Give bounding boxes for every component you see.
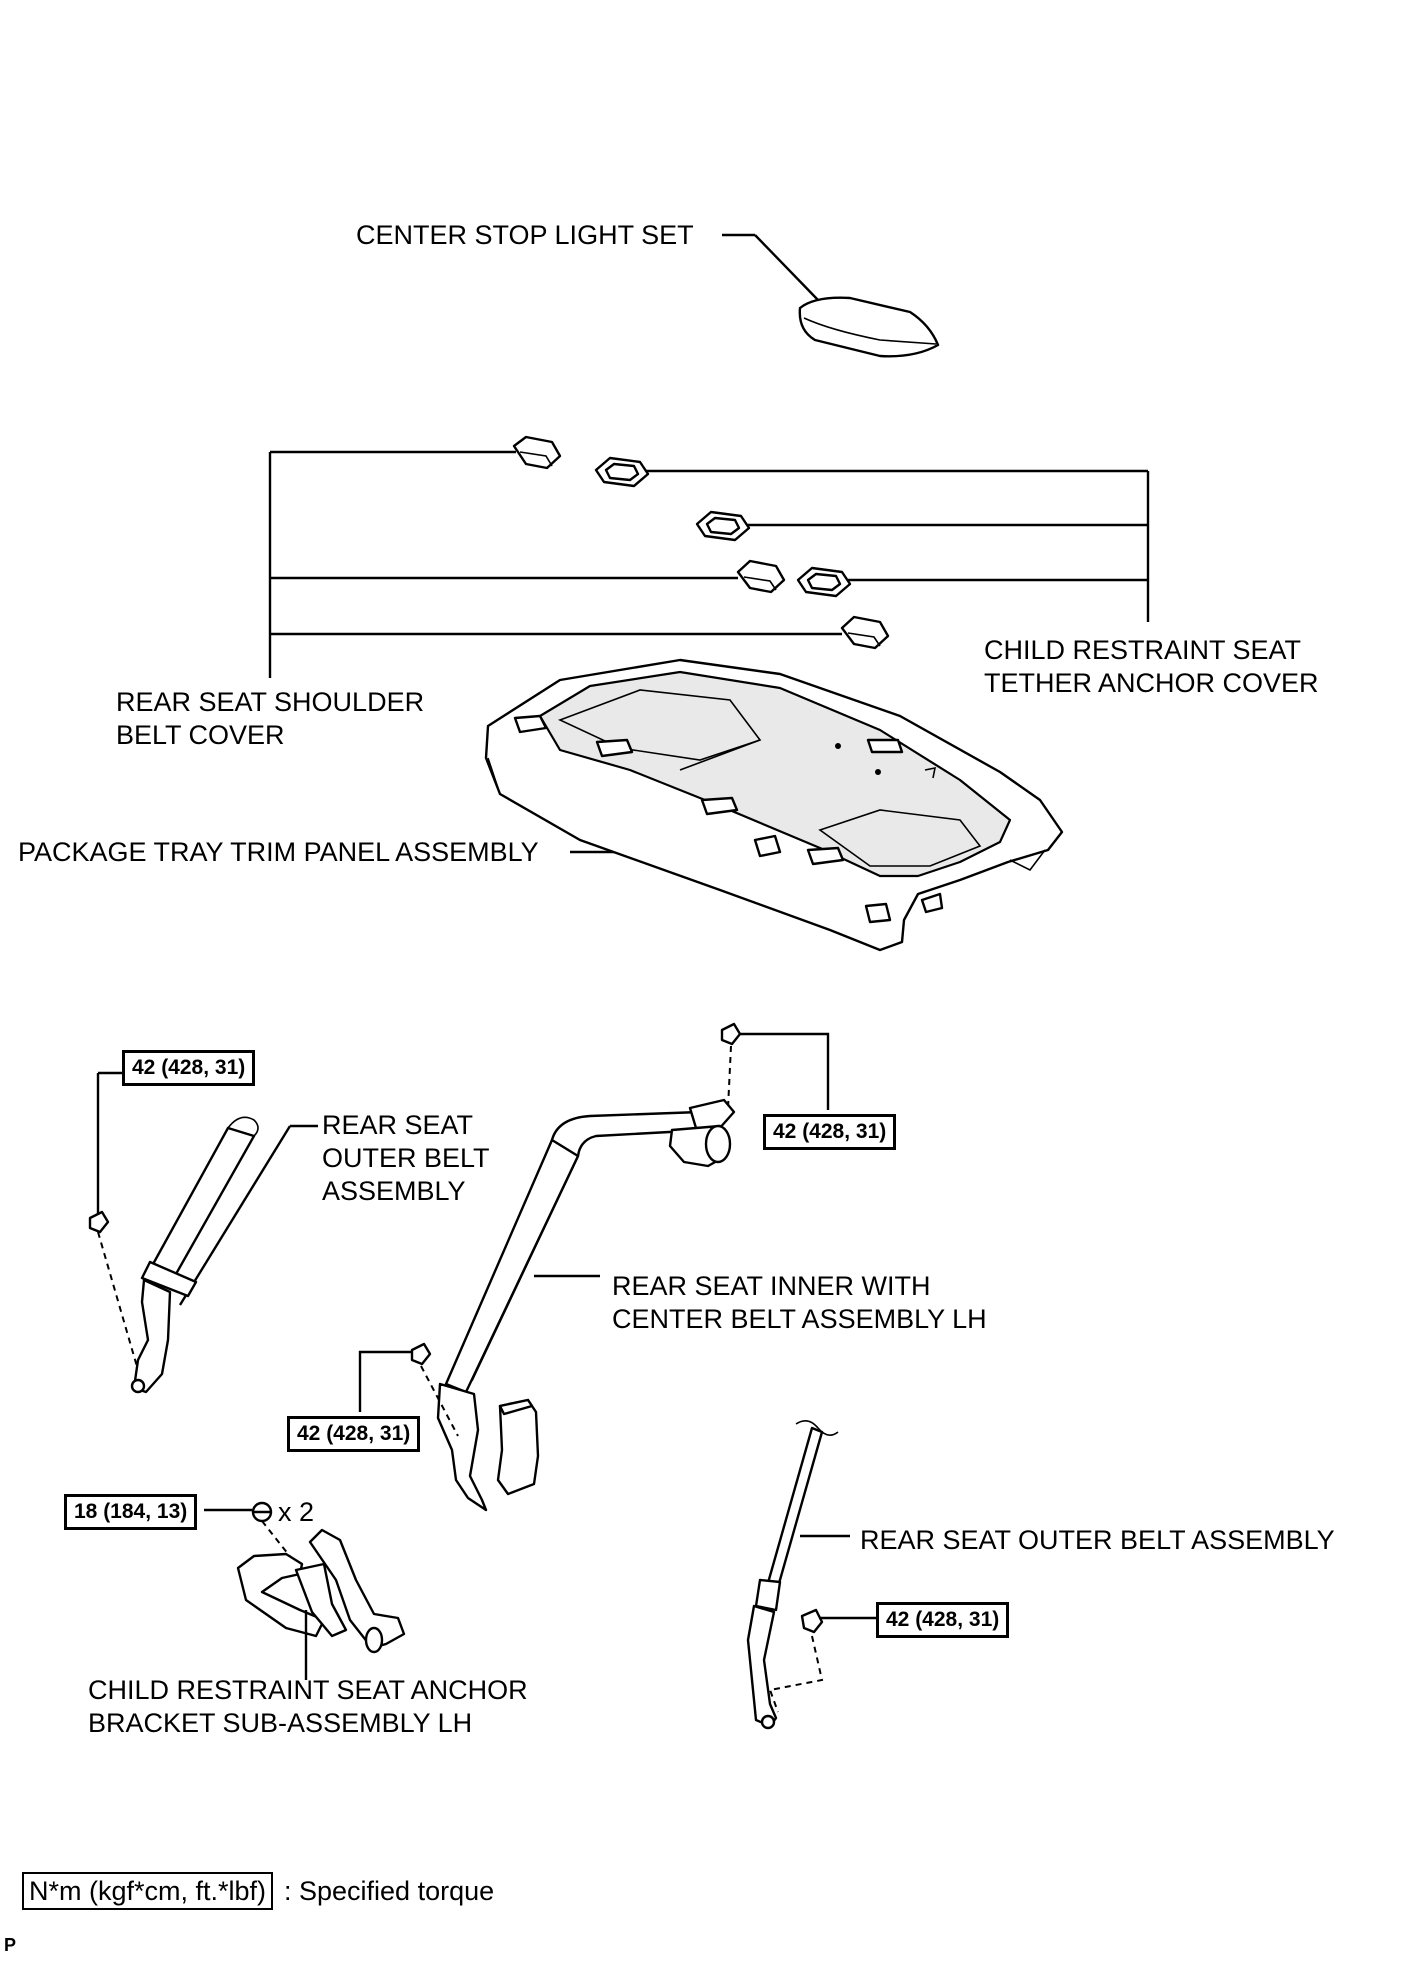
- label-outer-belt-left-line3: ASSEMBLY: [322, 1176, 466, 1206]
- torque-box-inner-bottom: 42 (428, 31): [287, 1416, 421, 1452]
- label-shoulder-belt-cover-line2: BELT COVER: [116, 720, 285, 750]
- shoulder-belt-cover-1: [512, 435, 562, 470]
- tether-anchor-cover-2: [695, 510, 751, 542]
- label-quantity-x2: x 2: [278, 1497, 315, 1527]
- label-center-stop-light-set: CENTER STOP LIGHT SET: [356, 220, 694, 250]
- label-anchor-bracket-line2: BRACKET SUB-ASSEMBLY LH: [88, 1708, 473, 1738]
- anchor-bracket-part: [204, 1501, 406, 1680]
- label-child-restraint-tether-cover-line2: TETHER ANCHOR COVER: [984, 668, 1319, 698]
- torque-box-inner-top: 42 (428, 31): [763, 1114, 897, 1150]
- legend-unit-box: N*m (kgf*cm, ft.*lbf): [22, 1872, 274, 1910]
- belt-cover-leaders: [268, 450, 1150, 678]
- outer-belt-left-part: [88, 1071, 318, 1394]
- label-shoulder-belt-cover-line1: REAR SEAT SHOULDER: [116, 687, 425, 717]
- torque-box-outer-right: 42 (428, 31): [876, 1602, 1010, 1638]
- legend-description: : Specified torque: [284, 1876, 495, 1906]
- torque-box-bracket: 18 (184, 13): [64, 1494, 198, 1530]
- label-child-restraint-tether-cover-line1: CHILD RESTRAINT SEAT: [984, 635, 1302, 665]
- package-tray-part: [484, 658, 1064, 952]
- footer-code: P: [4, 1935, 17, 1955]
- tether-anchor-cover-1: [594, 456, 650, 488]
- torque-box-outer-left: 42 (428, 31): [122, 1050, 256, 1086]
- outer-belt-right-part: [746, 1420, 876, 1730]
- label-outer-belt-right: REAR SEAT OUTER BELT ASSEMBLY: [860, 1525, 1335, 1555]
- label-inner-center-belt-line2: CENTER BELT ASSEMBLY LH: [612, 1304, 987, 1334]
- shoulder-belt-cover-3: [840, 615, 890, 650]
- inner-center-belt-part: [358, 1022, 830, 1512]
- shoulder-belt-cover-2: [736, 559, 786, 594]
- tether-anchor-cover-3: [796, 566, 852, 598]
- label-outer-belt-left-line2: OUTER BELT: [322, 1143, 490, 1173]
- label-outer-belt-left-line1: REAR SEAT: [322, 1110, 474, 1140]
- label-anchor-bracket-line1: CHILD RESTRAINT SEAT ANCHOR: [88, 1675, 528, 1705]
- center-stop-light-part: [722, 233, 940, 358]
- label-package-tray-trim-panel: PACKAGE TRAY TRIM PANEL ASSEMBLY: [18, 837, 539, 867]
- label-inner-center-belt-line1: REAR SEAT INNER WITH: [612, 1271, 931, 1301]
